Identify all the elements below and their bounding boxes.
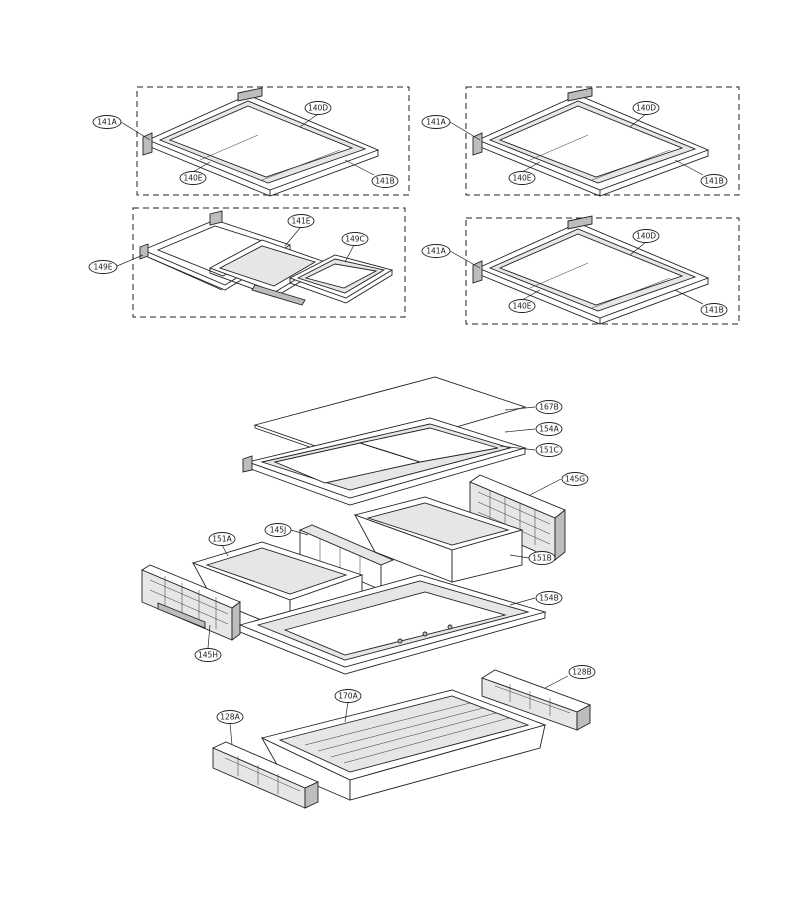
part-label: 141B (704, 306, 723, 315)
label-141a-g1: 141A (92, 115, 151, 141)
group-3-outline (132, 207, 406, 318)
part-label: 141B (704, 177, 723, 186)
part-label: 149C (345, 235, 365, 244)
label-141b-g2: 141B (674, 159, 728, 188)
left-side-guide (141, 564, 241, 641)
label-145h: 145H (194, 624, 222, 662)
right-crisper-drawer (353, 496, 524, 583)
label-151c: 151C (499, 443, 563, 457)
part-label: 141A (97, 118, 117, 127)
label-149c: 149C (341, 232, 369, 263)
part-label: 145H (198, 651, 218, 660)
group-4-outline (465, 217, 740, 325)
crisper-assembly: 167B 154A 151C 145G 145J 151A (141, 376, 596, 809)
label-141a-g4: 141A (421, 244, 481, 269)
label-140e-g4: 140E (508, 289, 541, 313)
left-drawer-rail (211, 741, 320, 809)
part-label: 140E (183, 174, 202, 183)
shelf-group-4: 141A 140D 140E 141B (421, 215, 740, 325)
part-label: 140E (512, 174, 531, 183)
label-154a: 154A (504, 422, 563, 436)
part-label: 167B (539, 403, 558, 412)
label-145j: 145J (264, 523, 309, 537)
part-label: 141A (426, 247, 446, 256)
part-label: 151B (532, 554, 551, 563)
label-140e-g2: 140E (508, 161, 541, 185)
part-label: 145J (270, 526, 287, 535)
label-170a: 170A (334, 689, 362, 723)
shelf-group-1: 141A 140D 140E 141B (92, 86, 410, 197)
part-label: 141B (375, 177, 394, 186)
part-label: 151C (539, 446, 559, 455)
label-140d-g1: 140D (299, 101, 332, 128)
split-shelf-assembly (139, 210, 394, 306)
part-label: 140D (308, 104, 328, 113)
right-drawer-rail (480, 669, 592, 731)
shelf-assembly-4 (472, 215, 710, 325)
label-141b-g4: 141B (674, 289, 728, 317)
crisper-cover-frame (242, 417, 527, 506)
label-145g: 145G (529, 472, 589, 496)
part-label: 154B (539, 594, 558, 603)
bottom-tray (260, 689, 547, 801)
label-151a: 151A (208, 532, 236, 557)
label-140d-g4: 140D (629, 229, 660, 256)
part-label: 141E (291, 217, 310, 226)
label-141e: 141E (284, 214, 315, 247)
label-151b: 151B (509, 551, 556, 565)
label-128a: 128A (216, 710, 244, 746)
label-140e-g1: 140E (179, 161, 211, 185)
part-label: 128B (572, 668, 591, 677)
part-label: 170A (338, 692, 358, 701)
part-label: 140D (636, 104, 656, 113)
label-167b: 167B (504, 400, 563, 414)
part-label: 128A (220, 713, 240, 722)
part-label: 151A (212, 535, 232, 544)
label-141b-g1: 141B (344, 159, 399, 188)
shelf-assembly-2 (472, 87, 710, 197)
part-label: 154A (539, 425, 559, 434)
label-154b: 154B (509, 591, 563, 606)
label-128b: 128B (544, 665, 596, 689)
label-140d-g2: 140D (629, 101, 660, 128)
part-label: 149E (93, 263, 112, 272)
part-label: 145G (565, 475, 585, 484)
label-141a-g2: 141A (421, 115, 481, 141)
part-label: 140D (636, 232, 656, 241)
shelf-assembly-1 (142, 87, 380, 197)
crisper-base-plate (238, 574, 547, 675)
part-label: 140E (512, 302, 531, 311)
label-149e: 149E (88, 254, 144, 274)
shelf-group-2: 141A 140D 140E 141B (421, 86, 740, 197)
shelf-group-3: 149E 141E 149C (88, 207, 406, 318)
part-label: 141A (426, 118, 446, 127)
